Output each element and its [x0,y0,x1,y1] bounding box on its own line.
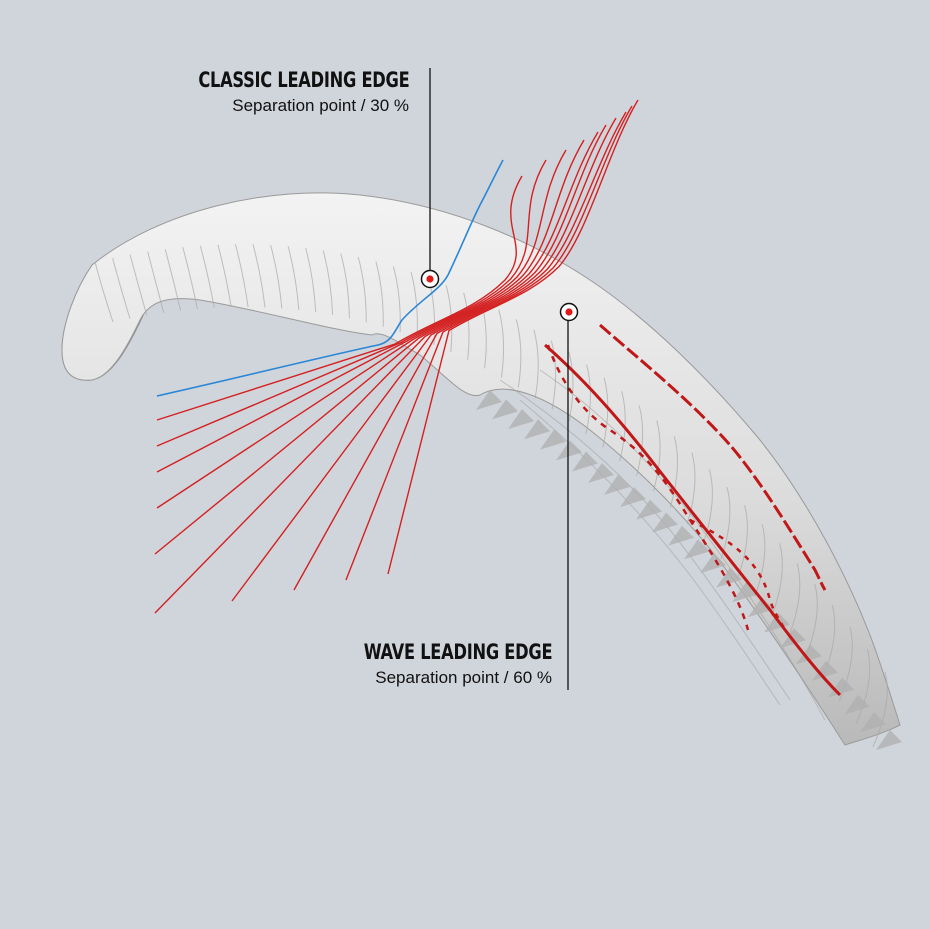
wing-rib [147,251,165,313]
wing-rib [872,671,888,748]
wave-airflow-line [293,111,627,591]
wing-rib [252,244,266,308]
trailing-edge-tooth [796,644,822,665]
wave-airflow-line [231,117,617,602]
wing-rib [855,649,871,724]
wing-rib [788,563,801,638]
trailing-edge-tooth [668,525,694,546]
wing-rib [287,246,300,310]
wing-rib [270,244,283,309]
trailing-edge-tooth [508,409,534,430]
wave-callout-title: WAVE LEADING EDGE [363,640,552,664]
wing-rib [669,436,678,508]
wing-rib [164,249,182,311]
trailing-edge-tooth [588,463,614,483]
wave-airflow-line [156,159,547,447]
trailing-edge-tooth [876,730,902,750]
wing-rib [182,247,198,310]
wave-separation-marker [559,302,579,322]
trailing-edge-tooth [524,419,550,440]
wing-rib [392,266,401,333]
wing-rib [463,292,470,360]
wing-rib [771,543,783,617]
trailing-edge-tooth [700,553,726,574]
trailing-edge-tooth [620,487,646,508]
trailing-edge-tooth [716,567,742,588]
wave-leading-edge-callout: WAVE LEADING EDGE Separation point / 60 … [333,640,552,688]
wave-airflow-line [387,99,639,575]
wing-rib [94,261,114,323]
trailing-edge-tooth [860,712,886,733]
wing-rib [585,364,591,435]
wing-rib [550,340,557,410]
trailing-edge-tooth [556,440,582,461]
wing-cell-ribs [94,244,888,748]
wing-rib [703,469,713,542]
wing-rib [340,253,350,319]
wing-rib [568,352,574,422]
wave-profile-line-3 [546,344,750,631]
trailing-edge-tooth [844,694,870,715]
wing-rib [199,245,215,308]
wing-rib [305,247,317,313]
trailing-edge-tooth [652,512,678,533]
wing-rib [234,244,249,307]
trailing-edge-tooth [636,499,662,520]
wing-rib [636,405,644,477]
wave-airflow-line [154,131,599,555]
wing-rib [754,523,766,597]
wing-rib [652,420,661,492]
wing-rib [737,505,748,578]
wing-rib [838,626,853,702]
classic-airflow-line [156,159,504,397]
wing-rib [375,261,384,327]
wing-rib [533,329,539,399]
trailing-edge-tooth [748,597,774,618]
wing-rib [619,391,626,462]
wing-rib [686,452,696,525]
trailing-edge-tooth [572,451,598,472]
wing-rib [217,244,232,308]
wing-rib [357,257,367,323]
wing-rib [112,257,131,319]
wave-airflow-line [156,149,567,473]
wave-profile-line-2 [599,323,827,591]
wing-rib [322,250,334,315]
trailing-edge-tooth [812,660,838,681]
wing-rib [129,254,148,316]
classic-callout-subtitle: Separation point / 30 % [232,96,409,115]
trailing-edge-tooth [764,612,790,633]
wave-callout-subtitle: Separation point / 60 % [375,668,552,687]
classic-leading-edge-callout: CLASSIC LEADING EDGE Separation point / … [164,68,409,116]
wing-rib [515,319,522,388]
trailing-edge-tooth [684,539,710,560]
classic-separation-marker [420,269,440,289]
trailing-edge-tooth [540,429,566,450]
wave-airflow-line [154,124,607,614]
trailing-edge-tooth [604,474,630,495]
wave-airflow-line [156,139,585,509]
wing-rib [498,309,505,378]
wing-trailing-edge [476,390,902,750]
trailing-edge-tooth [732,582,758,603]
wave-airflow-lines [154,99,639,614]
wave-airflow-line [345,105,633,581]
classic-callout-title: CLASSIC LEADING EDGE [197,68,409,92]
trailing-edge-tooth [476,390,502,410]
trailing-edge-tooth [828,677,854,698]
trailing-edge-tooth [492,399,518,420]
wave-airflow-line [156,175,523,421]
